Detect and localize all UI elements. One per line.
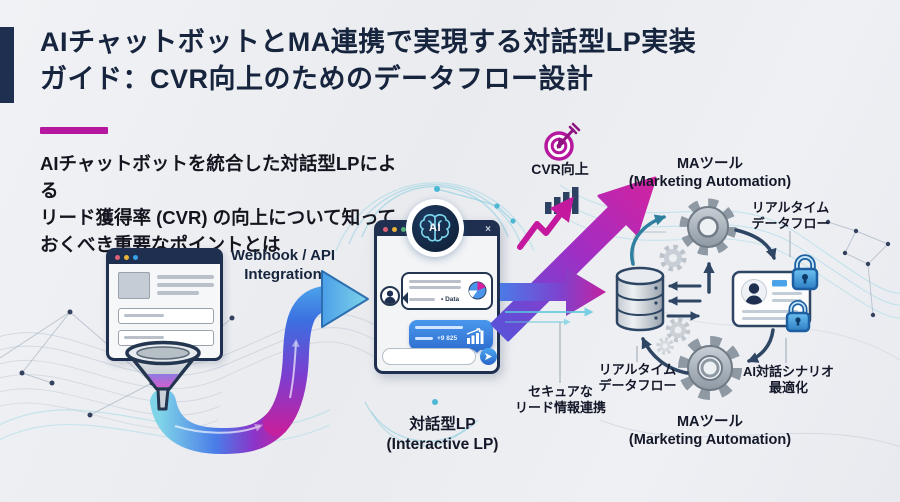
page-title-line1: AIチャットボットとMA連携で実現する対話型LP実装 bbox=[40, 27, 697, 57]
chat-text-input[interactable] bbox=[382, 348, 476, 365]
ai-badge-label: AI bbox=[429, 222, 441, 234]
intro-text: AIチャットボットを統合した対話型LPによる リード獲得率 (CVR) の向上に… bbox=[40, 153, 397, 255]
contact-card-icon bbox=[731, 270, 812, 328]
ai-badge: AI bbox=[406, 199, 464, 257]
database-icon bbox=[615, 266, 665, 332]
text-line bbox=[157, 275, 214, 279]
send-icon bbox=[484, 352, 493, 361]
metric-label: +9 825 bbox=[437, 335, 458, 342]
text-line bbox=[157, 291, 199, 295]
text-line bbox=[415, 326, 463, 329]
browser-content bbox=[109, 264, 220, 358]
gear-icon-top bbox=[679, 198, 737, 256]
text-line bbox=[415, 337, 433, 340]
flow-arrow-lp-to-db bbox=[500, 268, 606, 326]
label-secure-lead-link: セキュアな リード情報連携 bbox=[514, 384, 606, 415]
magenta-divider bbox=[40, 127, 108, 134]
lock-icon-bottom bbox=[785, 300, 811, 333]
text-line bbox=[409, 280, 461, 283]
label-ma-tool-bottom: MAツール (Marketing Automation) bbox=[628, 414, 792, 448]
page-title: AIチャットボットとMA連携で実現する対話型LP実装 ガイド：CVR向上のための… bbox=[40, 24, 870, 98]
form-input-field[interactable] bbox=[118, 308, 214, 324]
window-dot-orange bbox=[392, 227, 397, 232]
label-realtime-dataflow-bottom: リアルタイム データフロー bbox=[598, 362, 677, 393]
close-icon[interactable]: × bbox=[485, 224, 491, 235]
image-placeholder bbox=[118, 272, 150, 299]
window-dot-blue bbox=[133, 255, 138, 260]
browser-titlebar bbox=[109, 251, 220, 264]
bot-message-bubble: • Data bbox=[401, 272, 493, 310]
label-ai-scenario-optimization: AI対話シナリオ 最適化 bbox=[742, 364, 834, 395]
card-avatar-icon bbox=[745, 283, 763, 305]
text-line bbox=[409, 286, 461, 289]
growth-chart-icon bbox=[466, 328, 484, 344]
label-cvr: CVR向上 bbox=[531, 161, 589, 177]
text-line bbox=[157, 283, 214, 287]
window-dot-orange bbox=[124, 255, 129, 260]
user-avatar-icon bbox=[380, 286, 400, 306]
data-label: • Data bbox=[441, 296, 460, 303]
target-dart-icon bbox=[544, 122, 581, 161]
faint-connector bbox=[633, 231, 666, 266]
lock-icon-top bbox=[791, 254, 819, 291]
text-line bbox=[409, 298, 435, 301]
gear-icon-small-top bbox=[659, 244, 687, 272]
cvr-growth-arrow bbox=[490, 176, 657, 342]
page-title-line2: ガイド：CVR向上のためのデータフロー設計 bbox=[40, 64, 594, 94]
ma-cycle-arrows bbox=[630, 214, 777, 375]
window-dot-red bbox=[383, 227, 388, 232]
title-accent-bar bbox=[0, 27, 14, 103]
label-interactive-lp: 対話型LP (Interactive LP) bbox=[386, 416, 499, 453]
label-webhook-api: Webhook / API Integration bbox=[230, 247, 336, 283]
label-realtime-dataflow-top: リアルタイム データフロー bbox=[751, 200, 830, 231]
user-message-bubble: +9 825 bbox=[409, 320, 493, 353]
bar-chart-icon bbox=[517, 187, 579, 250]
label-connector-lines bbox=[559, 231, 791, 383]
chat-body: • Data +9 825 bbox=[377, 236, 497, 368]
gear-icon-small-bottom bbox=[656, 317, 691, 355]
label-ma-tool-top: MAツール (Marketing Automation) bbox=[628, 156, 792, 190]
pie-chart-icon bbox=[468, 281, 487, 300]
send-button[interactable] bbox=[480, 348, 497, 365]
browser-window bbox=[106, 248, 223, 361]
gear-icon-bottom bbox=[678, 336, 742, 400]
form-input-field[interactable] bbox=[118, 330, 214, 346]
window-dot-red bbox=[115, 255, 120, 260]
